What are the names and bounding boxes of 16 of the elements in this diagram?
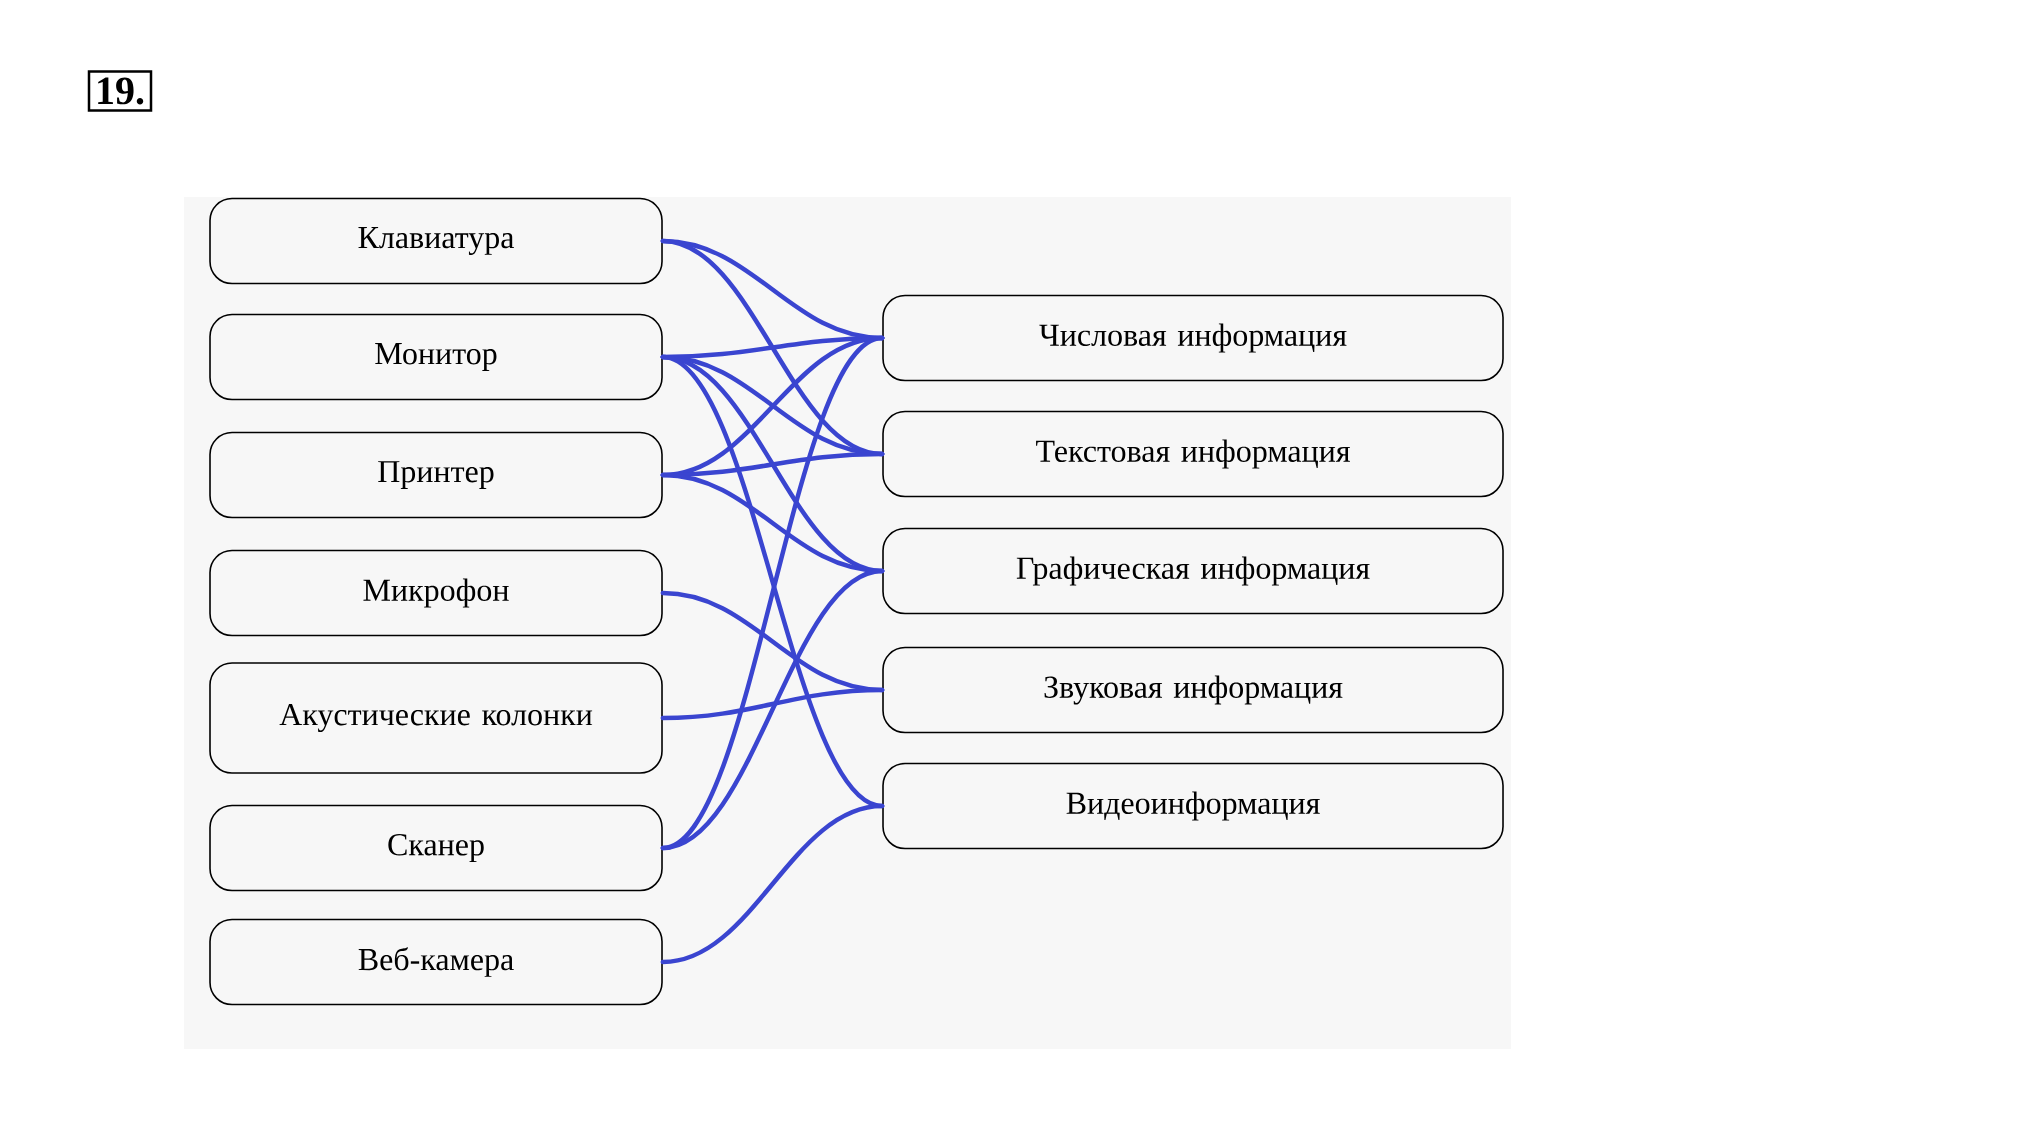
matching-line: [660, 568, 885, 851]
device-box: Видеоинформация: [882, 762, 1504, 850]
matching-line: [660, 803, 885, 965]
matching-line: [660, 687, 885, 721]
device-box: Числовая информация: [882, 294, 1504, 382]
device-box: Монитор: [209, 313, 663, 401]
device-box: Текстовая информация: [882, 410, 1504, 498]
device-box: Сканер: [209, 804, 663, 892]
exercise-number: 19.: [87, 70, 153, 112]
device-box: Микрофон: [209, 549, 663, 637]
device-box: Звуковая информация: [882, 646, 1504, 734]
device-box: Акустические колонки: [209, 662, 663, 774]
device-box: Веб-камера: [209, 918, 663, 1006]
device-box: Графическая информация: [882, 527, 1504, 615]
device-box: Клавиатура: [209, 197, 663, 285]
device-box: Принтер: [209, 431, 663, 519]
